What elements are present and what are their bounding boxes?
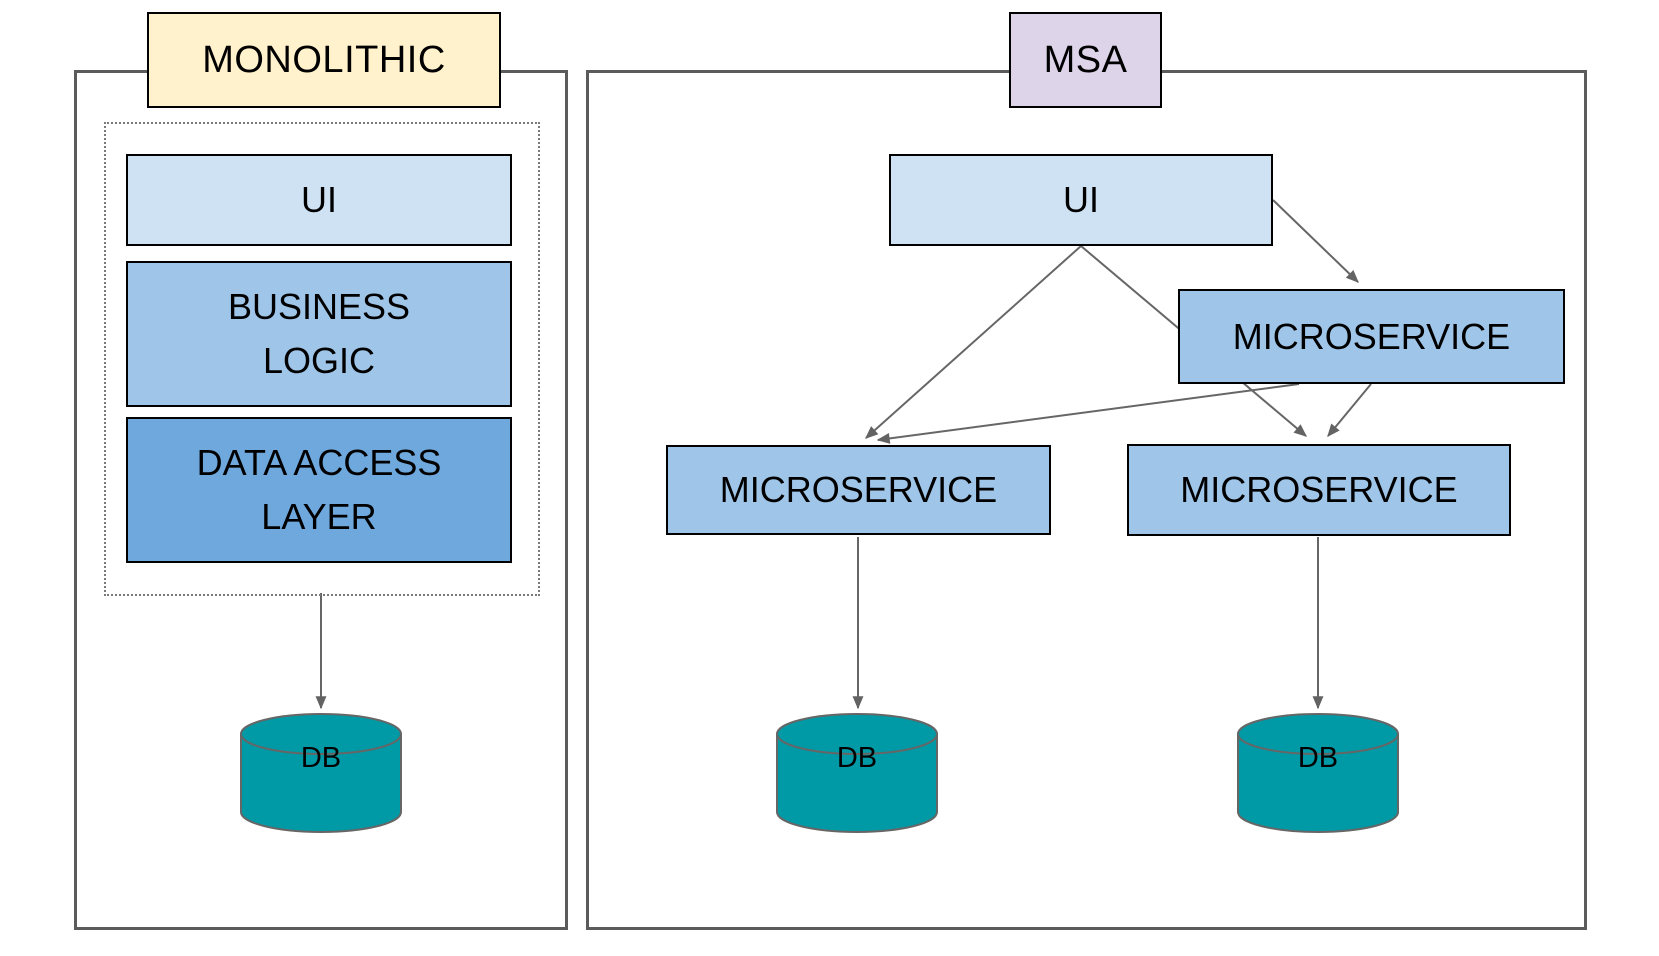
- msa-ui-box: UI: [889, 154, 1273, 246]
- monolith-data-access-layer-label: DATA ACCESS LAYER: [196, 442, 442, 537]
- monolith-business-logic-box: BUSINESS LOGIC: [126, 261, 512, 407]
- msa-ui-label: UI: [1063, 179, 1099, 220]
- arrow-ui-to-microservice-2: [865, 245, 1082, 439]
- microservice-box-2: MICROSERVICE: [666, 445, 1051, 535]
- microservice-box-3: MICROSERVICE: [1127, 444, 1511, 536]
- microservice-box-1: MICROSERVICE: [1178, 289, 1565, 384]
- msa-title-badge: MSA: [1009, 12, 1162, 108]
- arrow-microservice-1-to-microservice-2: [876, 383, 1300, 444]
- monolithic-title-badge: MONOLITHIC: [147, 12, 501, 108]
- microservice-2-label: MICROSERVICE: [719, 469, 998, 510]
- monolithic-db-cylinder: [240, 713, 402, 833]
- monolith-business-logic-label: BUSINESS LOGIC: [227, 286, 411, 381]
- monolithic-title: MONOLITHIC: [202, 38, 446, 81]
- monolith-layers-group: [104, 122, 540, 596]
- msa-db-label-2: DB: [1297, 741, 1339, 774]
- msa-db-label-1: DB: [836, 741, 878, 774]
- msa-db-cylinder-2: [1237, 713, 1399, 833]
- monolith-ui-layer-box: UI: [126, 154, 512, 246]
- microservice-1-label: MICROSERVICE: [1232, 315, 1511, 357]
- msa-title: MSA: [1043, 38, 1128, 81]
- msa-db-cylinder-1: [776, 713, 938, 833]
- monolith-data-access-layer-box: DATA ACCESS LAYER: [126, 417, 512, 563]
- arrow-ui-to-microservice-1: [1272, 199, 1359, 283]
- microservice-3-label: MICROSERVICE: [1180, 469, 1458, 510]
- arrow-microservice-1-to-microservice-3: [1327, 383, 1372, 438]
- monolith-ui-layer-label: UI: [301, 179, 337, 220]
- monolithic-db-label: DB: [300, 741, 342, 774]
